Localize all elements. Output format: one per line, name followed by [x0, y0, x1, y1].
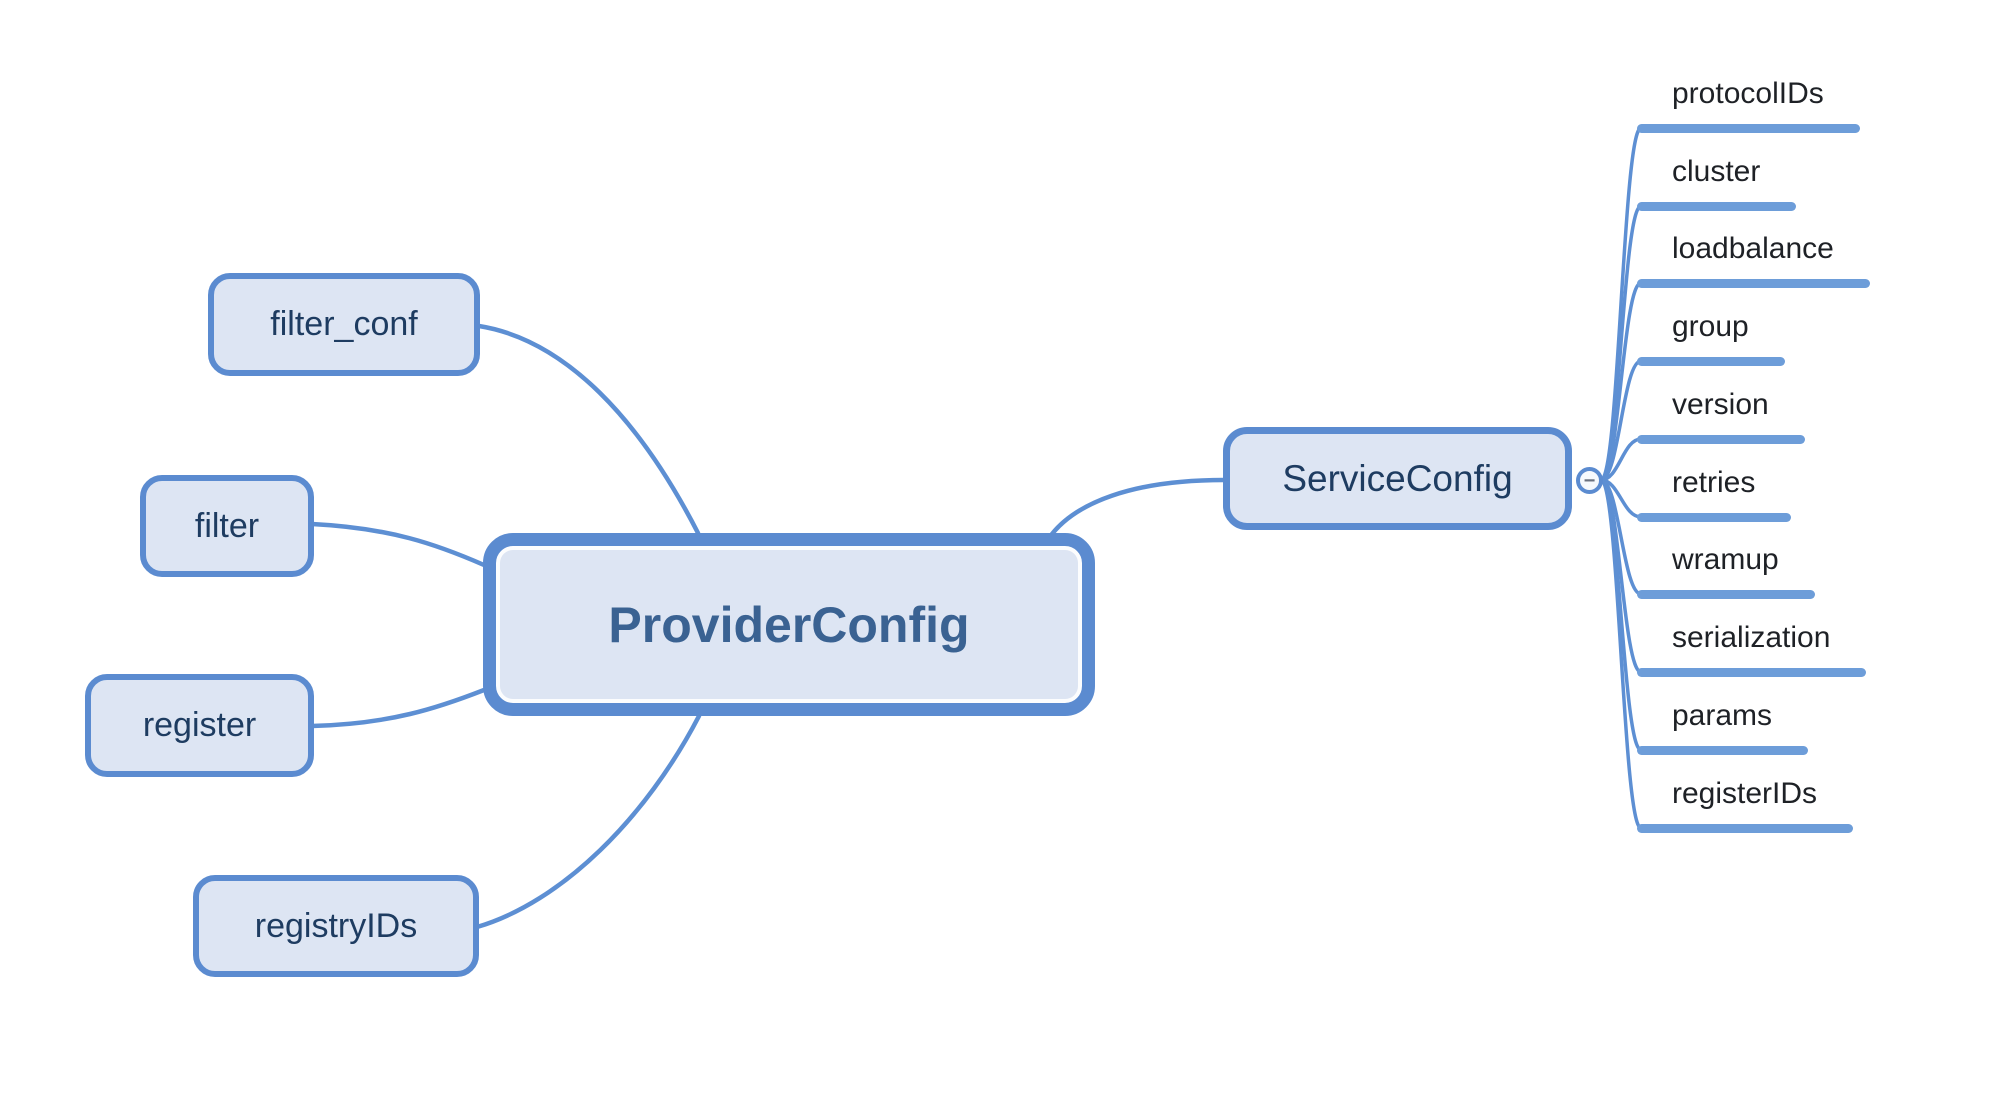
- leaf-label: loadbalance: [1672, 232, 1834, 265]
- leaf-label: protocolIDs: [1672, 77, 1824, 110]
- leaf-label: serialization: [1672, 621, 1831, 654]
- leaf-underline: [1637, 824, 1854, 833]
- leaf-node-retries[interactable]: retries: [1637, 466, 1792, 522]
- node-registry-ids[interactable]: registryIDs: [193, 875, 479, 977]
- leaf-label: version: [1672, 388, 1769, 421]
- leaf-underline: [1637, 746, 1809, 755]
- leaf-node-register-ids[interactable]: registerIDs: [1637, 777, 1854, 833]
- leaf-underline: [1637, 202, 1797, 211]
- leaf-label: group: [1672, 310, 1749, 343]
- leaf-node-loadbalance[interactable]: loadbalance: [1637, 232, 1870, 288]
- connector-filter: [309, 521, 487, 568]
- leaf-node-serialization[interactable]: serialization: [1637, 621, 1867, 677]
- connector-service-config: [1049, 477, 1227, 537]
- leaf-label: params: [1672, 699, 1773, 732]
- leaf-label: cluster: [1672, 155, 1761, 188]
- leaf-label: wramup: [1672, 543, 1779, 576]
- connector-params: [1599, 478, 1643, 752]
- connector-register: [309, 687, 487, 729]
- leaf-underline: [1637, 279, 1870, 288]
- connector-group: [1599, 359, 1643, 482]
- leaf-underline: [1637, 357, 1785, 366]
- leaf-underline: [1637, 513, 1792, 522]
- node-label: filter: [194, 506, 260, 545]
- leaf-node-protocol-ids[interactable]: protocolIDs: [1637, 77, 1860, 133]
- node-filter-conf[interactable]: filter_conf: [208, 273, 480, 376]
- leaf-underline: [1637, 435, 1805, 444]
- leaf-node-cluster[interactable]: cluster: [1637, 155, 1797, 211]
- connector-register-ids: [1599, 478, 1643, 830]
- leaf-underline: [1637, 590, 1815, 599]
- leaf-underline: [1637, 124, 1860, 133]
- leaf-node-version[interactable]: version: [1637, 388, 1805, 444]
- node-label: filter_conf: [270, 305, 418, 343]
- leaf-label: retries: [1672, 466, 1756, 499]
- collapse-toggle-button[interactable]: −: [1576, 467, 1603, 494]
- node-filter[interactable]: filter: [140, 475, 314, 577]
- connector-version: [1599, 437, 1643, 482]
- connector-registry-ids: [474, 713, 702, 930]
- node-register[interactable]: register: [85, 674, 314, 777]
- leaf-node-params[interactable]: params: [1637, 699, 1809, 755]
- node-provider-config[interactable]: ProviderConfig: [483, 533, 1095, 716]
- node-label: ServiceConfig: [1282, 457, 1513, 499]
- node-service-config[interactable]: ServiceConfig: [1223, 427, 1572, 530]
- leaf-underline: [1637, 668, 1867, 677]
- leaf-node-wramup[interactable]: wramup: [1637, 543, 1815, 599]
- root-node-label: ProviderConfig: [608, 596, 970, 653]
- leaf-node-group[interactable]: group: [1637, 310, 1785, 366]
- connector-filter-conf: [476, 323, 701, 536]
- leaf-label: registerIDs: [1672, 777, 1818, 810]
- node-label: register: [142, 706, 257, 744]
- minus-icon: −: [1583, 469, 1596, 492]
- node-label: registryIDs: [254, 906, 418, 945]
